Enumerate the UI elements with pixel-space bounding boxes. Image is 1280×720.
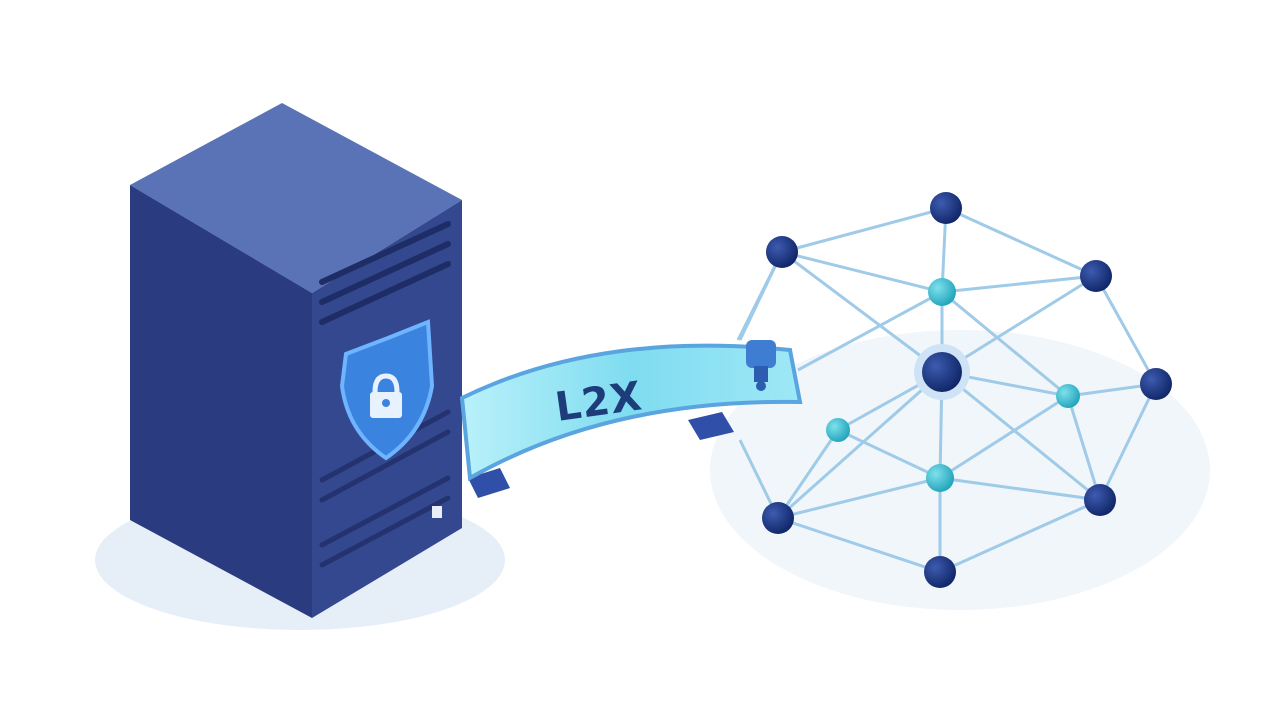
server-side-face xyxy=(130,185,312,618)
network-node-inner-bottom xyxy=(926,464,954,492)
network-node-right xyxy=(1140,368,1172,400)
bridge: L2X xyxy=(459,340,803,498)
plug-icon xyxy=(746,340,776,391)
bridge-support-right xyxy=(688,412,734,440)
network-node-lower-left xyxy=(762,502,794,534)
network-node-upper-left xyxy=(766,236,798,268)
network-node-bottom xyxy=(924,556,956,588)
network-node-top xyxy=(930,192,962,224)
network-node-inner-right xyxy=(1056,384,1080,408)
server-tower xyxy=(130,103,462,618)
bridge-body xyxy=(459,343,803,482)
network-node-inner-left xyxy=(826,418,850,442)
shield-lock-icon xyxy=(339,319,435,461)
network-nodes xyxy=(762,192,1172,588)
server-vent-slots xyxy=(319,221,451,325)
power-indicator xyxy=(432,506,442,518)
network-node-upper-right xyxy=(1080,260,1112,292)
network-node-center xyxy=(922,352,962,392)
network-node-lower-right xyxy=(1084,484,1116,516)
server-top-face xyxy=(130,103,462,293)
network-node-inner-top xyxy=(928,278,956,306)
